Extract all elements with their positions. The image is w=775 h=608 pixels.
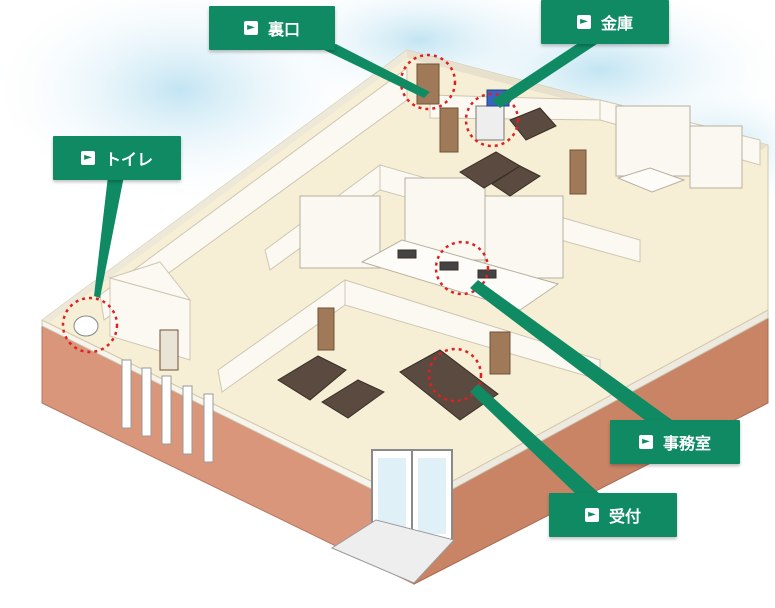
safe-highlight — [464, 92, 520, 148]
reception-highlight — [427, 347, 483, 403]
cabinets — [299, 105, 743, 279]
office-pointer — [470, 280, 672, 424]
toilet-pointer — [94, 176, 124, 298]
safe-pointer — [492, 42, 600, 108]
reception-label-text: 受付 — [608, 507, 641, 526]
back-door-label-button[interactable]: ► 裏口 — [209, 6, 335, 50]
chevron-right-icon: ► — [80, 151, 95, 165]
back-door-label-text: 裏口 — [267, 20, 300, 39]
office-label-button[interactable]: ► 事務室 — [610, 420, 740, 464]
back-door-pointer — [320, 44, 430, 98]
chevron-right-icon: ► — [638, 435, 653, 449]
chevron-right-icon: ► — [584, 508, 599, 522]
office-label-text: 事務室 — [662, 434, 711, 453]
reception-pointer — [470, 384, 600, 496]
office-highlight — [434, 240, 490, 296]
callout-pointers — [94, 42, 672, 496]
chevron-right-icon: ► — [576, 15, 591, 29]
exterior-windows — [121, 359, 214, 463]
toilet-label-button[interactable]: ► トイレ — [53, 136, 181, 180]
reception-label-button[interactable]: ► 受付 — [549, 493, 677, 537]
toilet-label-text: トイレ — [104, 150, 153, 169]
safe-label-button[interactable]: ► 金庫 — [541, 0, 669, 44]
entrance — [330, 449, 455, 584]
safe-label-text: 金庫 — [600, 14, 633, 33]
toilet-highlight — [61, 296, 119, 354]
chevron-right-icon: ► — [243, 21, 258, 35]
